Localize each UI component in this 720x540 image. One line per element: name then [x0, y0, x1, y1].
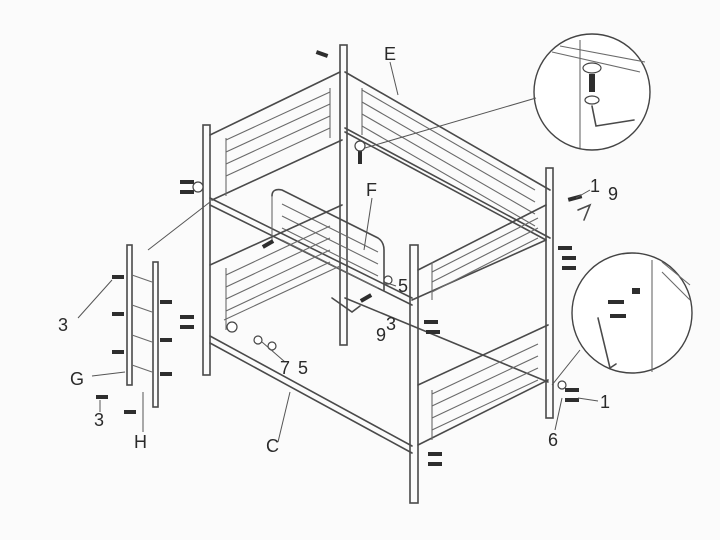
label-5-low: 5: [298, 358, 308, 378]
upper-back-rail-E: [344, 71, 551, 239]
label-9-mid: 9: [376, 325, 386, 345]
washer: [226, 321, 238, 333]
label-1-top: 1: [590, 176, 600, 196]
bolt: [180, 315, 194, 319]
detail-circle-top: [364, 33, 651, 151]
bolt: [558, 246, 572, 250]
bolt: [261, 239, 275, 249]
ladder-G: [126, 244, 153, 386]
bolt: [160, 300, 172, 304]
washer: [383, 275, 393, 285]
ladder-H: [152, 261, 159, 408]
label-3-bottom: 3: [94, 410, 104, 430]
leader-lines: [77, 61, 599, 443]
callout-labels: E F 1 9 5 3 9 3 G H 3 7 5 C 1 6: [58, 44, 618, 456]
label-E: E: [384, 44, 396, 64]
bolt: [565, 388, 579, 392]
label-1-right: 1: [600, 392, 610, 412]
hardware: [96, 50, 592, 466]
bolt: [180, 325, 194, 329]
washer: [267, 341, 277, 351]
label-7: 7: [280, 358, 290, 378]
upper-right-footboard: [417, 204, 547, 300]
post-front-left: [202, 124, 211, 376]
bolt: [562, 266, 576, 270]
post-front-right: [409, 244, 419, 504]
bolt: [160, 372, 172, 376]
lower-right-footboard: [417, 324, 549, 446]
bolt: [112, 350, 124, 354]
detail-circle-right: [551, 252, 693, 386]
post-back-right: [545, 167, 554, 419]
washer: [557, 380, 567, 390]
post-back-left: [339, 44, 348, 346]
bolt: [358, 150, 362, 164]
label-3-left: 3: [58, 315, 68, 335]
bolt: [359, 293, 373, 303]
washer: [354, 140, 366, 152]
bolt: [96, 395, 108, 399]
bolt: [428, 452, 442, 456]
bolt: [315, 50, 329, 58]
bolt: [112, 312, 124, 316]
washer: [192, 181, 204, 193]
allen-key: [331, 297, 361, 313]
label-9-top: 9: [608, 184, 618, 204]
bolt: [428, 462, 442, 466]
guard-rail-F: [271, 188, 385, 291]
label-H: H: [134, 432, 147, 452]
lower-frame-C: [209, 265, 549, 454]
washer: [253, 335, 263, 345]
label-5-mid: 5: [398, 276, 408, 296]
bolt: [424, 320, 438, 324]
bolt: [562, 256, 576, 260]
lower-left-headboard: [209, 204, 343, 330]
bolt: [112, 275, 124, 279]
bolt: [180, 180, 194, 184]
label-C: C: [266, 436, 279, 456]
bolt: [565, 398, 579, 402]
label-F: F: [366, 180, 377, 200]
label-G: G: [70, 369, 84, 389]
bolt: [180, 190, 194, 194]
upper-left-headboard: [209, 71, 343, 201]
label-3-mid: 3: [386, 314, 396, 334]
posts: [202, 44, 554, 504]
bolt: [124, 410, 136, 414]
label-6: 6: [548, 430, 558, 450]
bolt: [426, 330, 440, 334]
bolt: [160, 338, 172, 342]
allen-key: [577, 203, 592, 221]
